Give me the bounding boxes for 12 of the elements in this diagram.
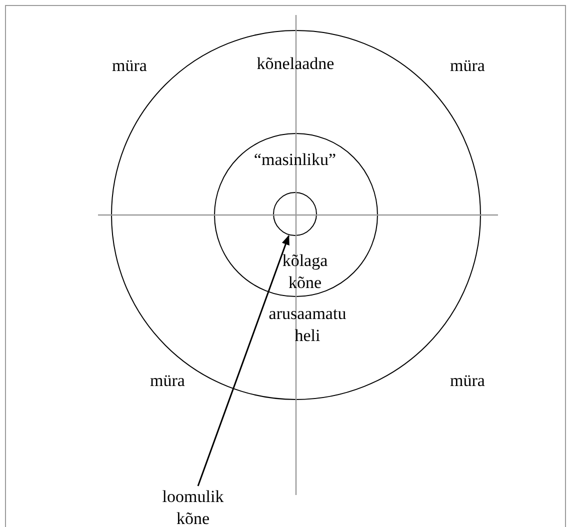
callout-label: loomulik kõne — [161, 486, 225, 527]
ring-label: kõnelaadne — [256, 53, 336, 75]
noise-label: müra — [450, 370, 485, 392]
ring-label: arusaamatu heli — [268, 303, 348, 347]
ring-label: kõlaga kõne — [281, 250, 329, 294]
noise-label: müra — [450, 55, 485, 77]
leader-arrow — [197, 234, 290, 486]
ring-circle — [214, 132, 378, 296]
noise-label: müra — [112, 55, 147, 77]
ring-label: “masinliku” — [252, 148, 338, 170]
noise-label: müra — [150, 370, 185, 392]
inner-circle — [273, 192, 317, 236]
